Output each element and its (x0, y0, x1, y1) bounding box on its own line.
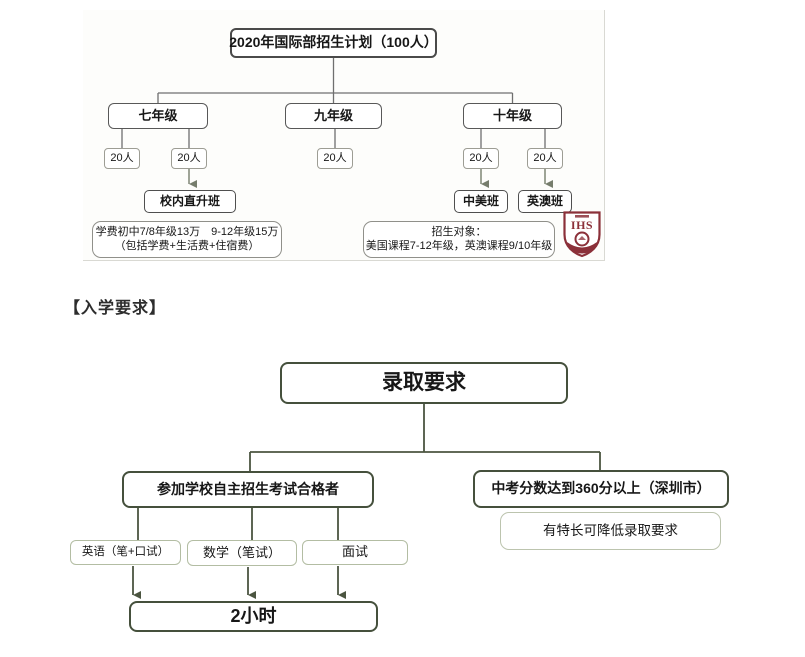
svg-text:IHS: IHS (571, 218, 593, 232)
count-node: 20人 (527, 148, 563, 169)
exam-pass-node: 参加学校自主招生考试合格者 (122, 471, 374, 508)
section-heading: 【入学要求】 (64, 300, 167, 317)
exam-math-node: 数学（笔试） (187, 540, 297, 566)
count-node: 20人 (104, 148, 140, 169)
grade-9-node: 九年级 (285, 103, 382, 129)
exam-english-node: 英语（笔+口试） (70, 540, 181, 565)
grade-7-node: 七年级 (108, 103, 208, 129)
school-crest-icon: IHS (563, 211, 601, 258)
target-note-line1: 招生对象： (431, 225, 487, 238)
grade-10-node: 十年级 (463, 103, 562, 129)
direct-class-node: 校内直升班 (144, 190, 236, 213)
enrollment-title-node: 2020年国际部招生计划（100人） (229, 28, 438, 58)
admission-root-node: 录取要求 (280, 362, 568, 404)
special-talent-note-node: 有特长可降低录取要求 (500, 512, 721, 550)
target-note-node: 招生对象： 美国课程7-12年级，英澳课程9/10年级 (363, 221, 555, 258)
admission-chart-connectors (132, 404, 601, 599)
exam-interview-node: 面试 (302, 540, 408, 565)
fee-note-line2: （包括学费+生活费+住宿费） (114, 239, 260, 252)
count-node: 20人 (463, 148, 499, 169)
uk-au-class-node: 英澳班 (518, 190, 572, 213)
fee-note-line1: 学费初中7/8年级13万 9-12年级15万 (95, 225, 279, 238)
target-note-line2: 美国课程7-12年级，英澳课程9/10年级 (365, 239, 553, 252)
sino-us-class-node: 中美班 (454, 190, 508, 213)
duration-node: 2小时 (129, 601, 378, 632)
fee-note-node: 学费初中7/8年级13万 9-12年级15万 （包括学费+生活费+住宿费） (92, 221, 282, 258)
count-node: 20人 (317, 148, 353, 169)
enrollment-chart-connectors (121, 58, 553, 188)
score-requirement-node: 中考分数达到360分以上（深圳市） (473, 470, 729, 508)
count-node: 20人 (171, 148, 207, 169)
